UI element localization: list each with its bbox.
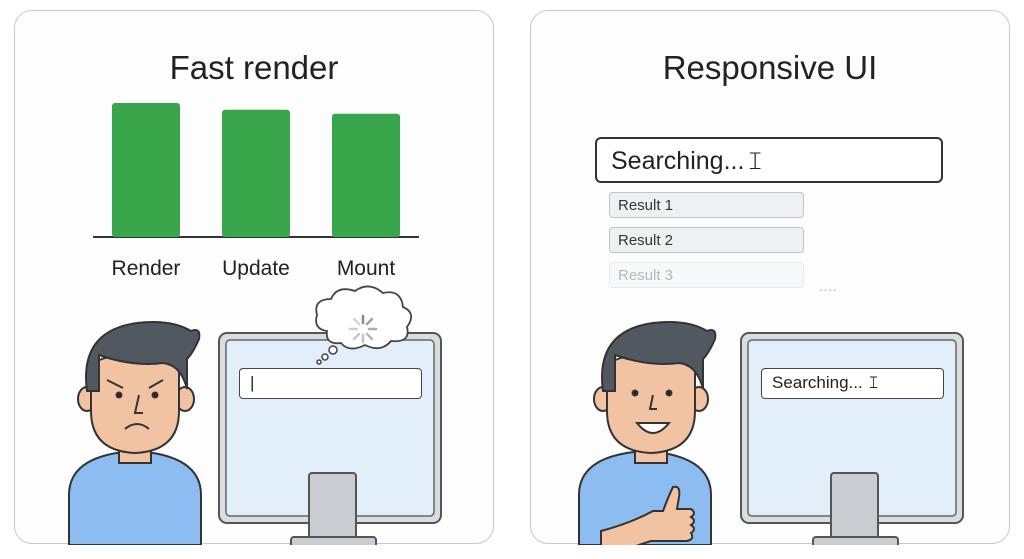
search-input[interactable]: Searching...𝙸	[595, 137, 943, 183]
monitor-base	[812, 536, 899, 545]
text-cursor: |	[250, 373, 255, 392]
fast-render-panel: Fast render	[14, 10, 494, 545]
responsive-ui-panel: Responsive UI Searching...𝙸 Result 1 Res…	[530, 10, 1010, 545]
text-cursor-icon: 𝙸	[867, 373, 880, 392]
loading-spinner-icon	[348, 314, 378, 344]
bar-label: Mount	[336, 257, 396, 280]
bar-mount	[332, 113, 400, 237]
screen-search-input: |	[239, 368, 422, 399]
screen-search-input: Searching... 𝙸	[761, 368, 944, 399]
happy-person-illustration	[578, 321, 717, 545]
thought-cloud	[315, 285, 413, 365]
monitor	[218, 332, 442, 545]
thumbs-up-hand	[600, 485, 695, 545]
monitor-base	[290, 536, 377, 545]
screen-search-value: Searching...	[772, 373, 863, 392]
panel-title: Fast render	[169, 49, 339, 86]
search-value: Searching...	[611, 147, 745, 175]
monitor-stand	[308, 472, 357, 540]
result-item[interactable]: Result 2	[609, 227, 804, 253]
bar-render	[112, 103, 180, 237]
loading-more-indicator: ....	[819, 279, 838, 294]
frustrated-person-illustration	[68, 321, 202, 545]
panel-title: Responsive UI	[662, 49, 878, 86]
bar-label: Render	[111, 257, 181, 280]
bar-update	[222, 109, 290, 237]
result-item[interactable]: Result 3	[609, 262, 804, 288]
bar-label: Update	[222, 257, 290, 280]
monitor-stand	[830, 472, 879, 540]
result-item[interactable]: Result 1	[609, 192, 804, 218]
monitor	[740, 332, 964, 545]
text-cursor-icon: 𝙸	[746, 147, 765, 175]
illustration	[578, 321, 964, 545]
